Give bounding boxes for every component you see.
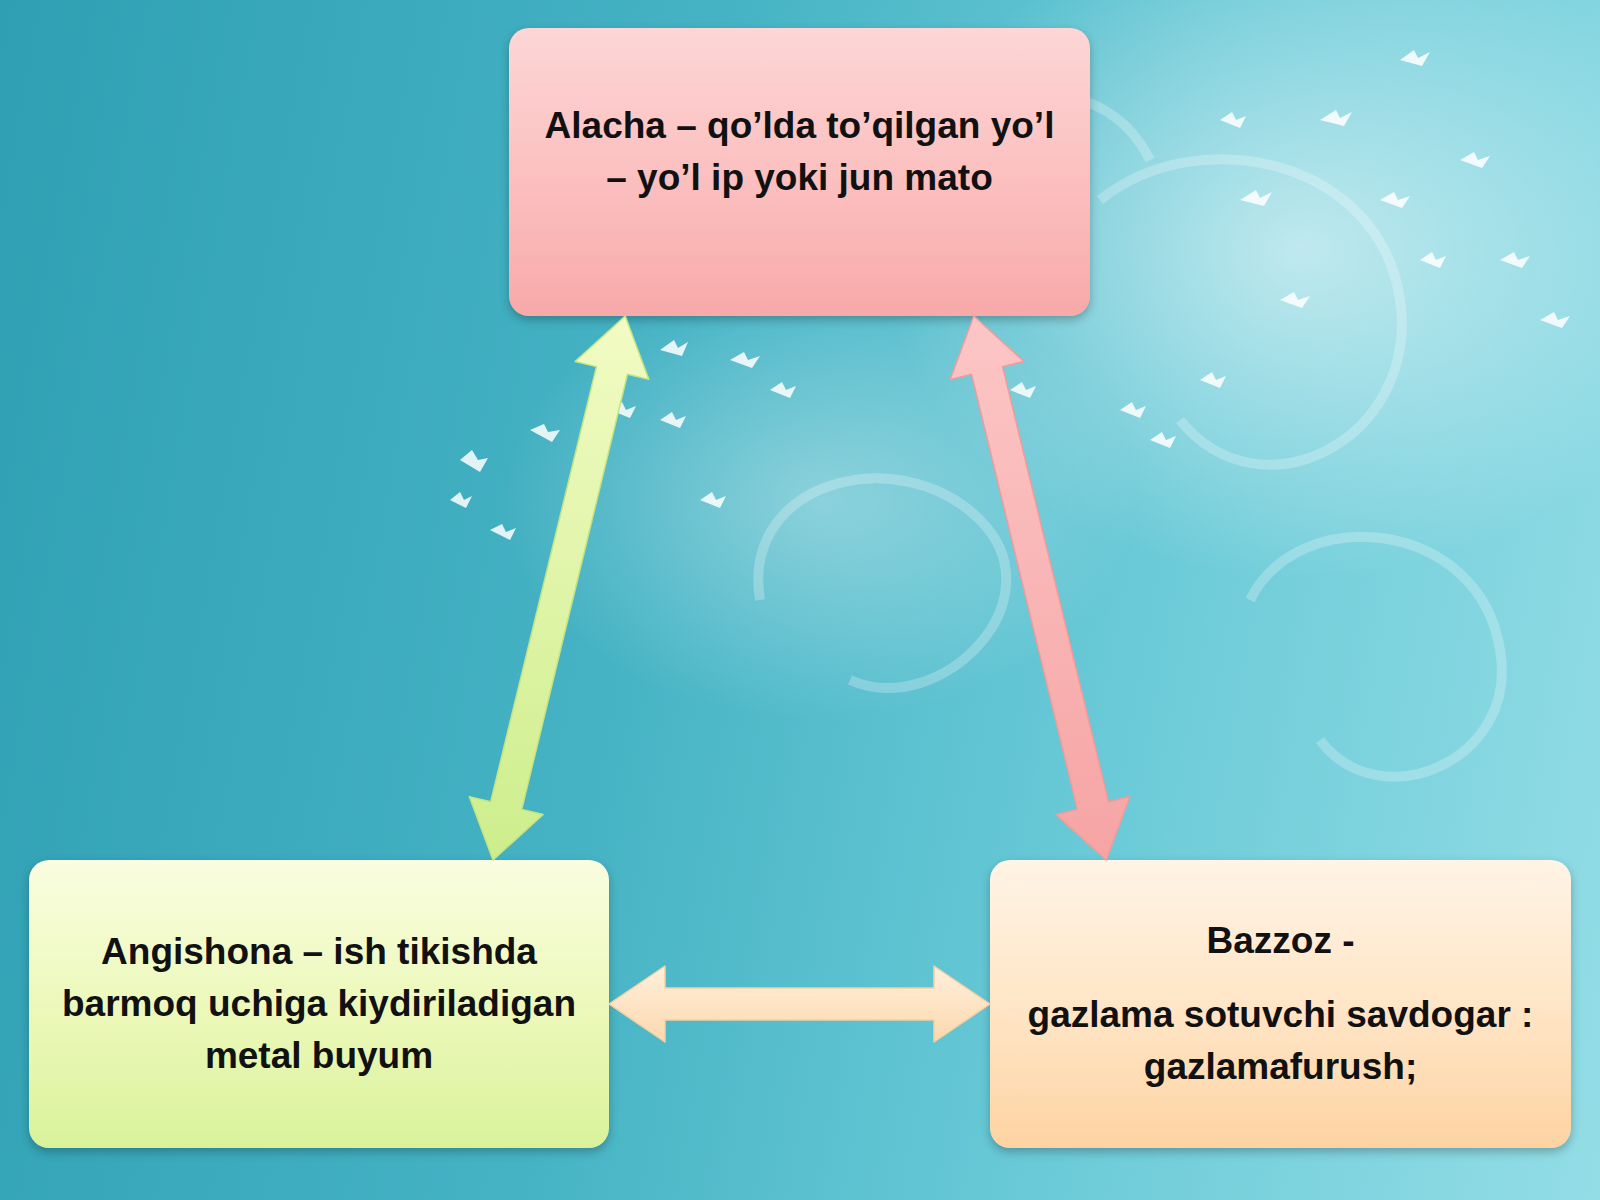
- term-box: Angishona – ish tikishda barmoq uchiga k…: [29, 860, 609, 1148]
- term-text: Alacha – qo’lda to’qilgan yo’l – yo’l ip…: [531, 100, 1068, 204]
- double-arrow: [609, 966, 990, 1042]
- term-text: Angishona – ish tikishda barmoq uchiga k…: [51, 926, 587, 1081]
- term-box: Alacha – qo’lda to’qilgan yo’l – yo’l ip…: [509, 28, 1090, 316]
- double-arrow: [469, 316, 649, 860]
- term-text: gazlama sotuvchi savdogar : gazlamafurus…: [1012, 989, 1549, 1093]
- double-arrow: [950, 316, 1130, 860]
- light-glow: [500, 280, 1140, 720]
- term-text: Bazzoz -: [1207, 915, 1355, 967]
- term-box: Bazzoz - gazlama sotuvchi savdogar : gazl…: [990, 860, 1571, 1148]
